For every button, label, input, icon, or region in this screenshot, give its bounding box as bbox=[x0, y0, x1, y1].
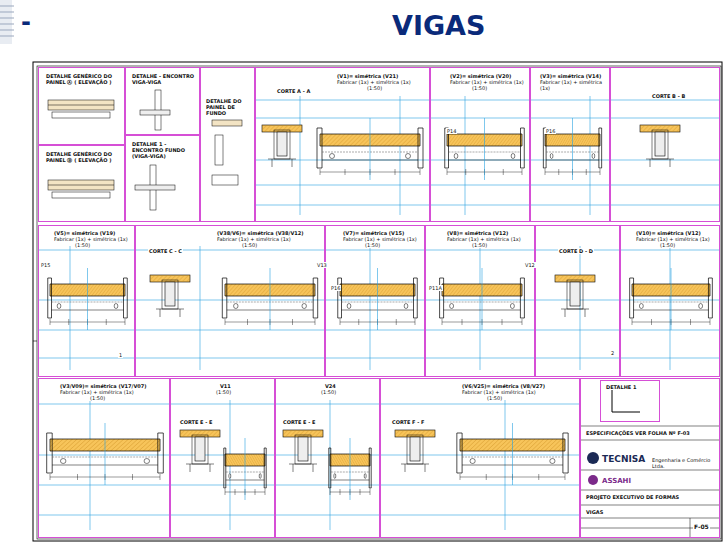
drawing-panel: (V3/V09)= simétrica (V17/V07)Fabricar (1… bbox=[38, 378, 170, 538]
panel-heading: CORTE D - D bbox=[558, 248, 594, 254]
drawing-panel: (V7)= simétrica (V15)Fabricar (1x) + sim… bbox=[325, 225, 425, 377]
drawing-panel: CORTE B - B bbox=[610, 67, 720, 222]
drawing-panel: V11(1:50)CORTE E - E bbox=[170, 378, 275, 538]
panel-note: CORTE E - E bbox=[179, 419, 214, 425]
panel-note: (1:50) bbox=[74, 242, 91, 248]
panel-note: (1:50) bbox=[366, 85, 383, 91]
drawing-panel: DETALHE 1 bbox=[600, 380, 660, 422]
column-label: P11A bbox=[428, 285, 443, 291]
drawing-panel: (V10)= simétrica (V12)Fabricar (1x) + si… bbox=[620, 225, 720, 377]
panel-note: (1:50) bbox=[215, 389, 232, 395]
column-label: P15 bbox=[40, 262, 51, 268]
drawing-panel: (V8)= simétrica (V12)Fabricar (1x) + sim… bbox=[425, 225, 535, 377]
panel-heading: DETALHE GENÉRICO DO PAINEL Ⓐ ( ELEVAÇÃO … bbox=[45, 73, 124, 85]
column-label: 1 bbox=[118, 352, 123, 358]
drawing-panel: (V6/V25)= simétrica (V8/V27)Fabricar (1x… bbox=[380, 378, 580, 538]
panel-note: Fabricar (1x) + simétrica (1x) bbox=[539, 79, 609, 91]
panel-note: F-05 bbox=[693, 523, 710, 530]
drawing-panel: (V2)= simétrica (V20)Fabricar (1x) + sim… bbox=[430, 67, 530, 222]
panel-note: (1:50) bbox=[89, 395, 106, 401]
drawing-panel: CORTE D - D bbox=[535, 225, 620, 377]
panel-note: TECNISA bbox=[601, 454, 646, 465]
panel-note: VIGAS bbox=[585, 509, 604, 515]
drawing-panel: CORTE C - C(V38/V6)= simétrica (V38/V12)… bbox=[135, 225, 325, 377]
column-label: P14 bbox=[446, 128, 457, 134]
panel-note: CORTE E - E bbox=[282, 419, 317, 425]
panel-heading: CORTE B - B bbox=[651, 93, 686, 99]
panel-note: (1:50) bbox=[320, 389, 337, 395]
drawing-panel: CORTE A - A(V1)= simétrica (V21)Fabricar… bbox=[255, 67, 430, 222]
drawing-panel: DETALHE - ENCONTRO VIGA-VIGA bbox=[125, 67, 200, 135]
panel-note: (1:50) bbox=[241, 242, 258, 248]
panel-heading: DETALHE 1 - ENCONTRO FUNDO (VIGA-VIGA) bbox=[131, 141, 199, 159]
panel-note: (1:50) bbox=[659, 242, 676, 248]
drawing-panel: ESPECIFICAÇÕES VER FOLHA Nº F-03TECNISA E… bbox=[580, 378, 720, 538]
slide-title: VIGAS bbox=[392, 10, 485, 41]
drawing-panel: DETALHE GENÉRICO DO PAINEL Ⓐ ( ELEVAÇÃO … bbox=[38, 67, 125, 145]
drawing-panel: DETALHE 1 - ENCONTRO FUNDO (VIGA-VIGA) bbox=[125, 135, 200, 222]
panel-heading: ESPECIFICAÇÕES VER FOLHA Nº F-03 bbox=[585, 430, 691, 436]
panel-note: CORTE F - F bbox=[391, 419, 426, 425]
column-label: P16 bbox=[330, 285, 341, 291]
panel-heading: CORTE A - A bbox=[276, 88, 311, 94]
drawing-panel: DETALHE GENÉRICO DO PAINEL Ⓑ ( ELEVAÇÃO … bbox=[38, 145, 125, 222]
panel-note: PROJETO EXECUTIVO DE FORMAS bbox=[585, 494, 680, 500]
panel-note: (1:50) bbox=[364, 242, 381, 248]
panel-heading: CORTE C - C bbox=[148, 248, 183, 254]
panel-note: (1:50) bbox=[471, 85, 488, 91]
panel-note: (1:50) bbox=[486, 395, 503, 401]
panel-heading: DETALHE - ENCONTRO VIGA-VIGA bbox=[131, 73, 199, 85]
drawing-panel: V24(1:50)CORTE E - E bbox=[275, 378, 380, 538]
column-label: 2 bbox=[610, 350, 615, 356]
panel-heading: DETALHE 1 bbox=[605, 384, 637, 390]
panel-note: Engenharia e Comércio Ltda. bbox=[651, 457, 719, 469]
panel-note: ASSAHI bbox=[601, 477, 632, 485]
column-label: V13 bbox=[316, 262, 328, 268]
bullet-dash: - bbox=[20, 8, 32, 37]
column-label: P16 bbox=[545, 128, 556, 134]
drawing-panel: DETALHE DO PAINEL DE FUNDO bbox=[200, 67, 255, 222]
panel-note: (1:50) bbox=[471, 242, 488, 248]
panel-heading: DETALHE GENÉRICO DO PAINEL Ⓑ ( ELEVAÇÃO … bbox=[45, 151, 124, 163]
drawing-panel: (V3)= simétrica (V14)Fabricar (1x) + sim… bbox=[530, 67, 610, 222]
column-label: V12 bbox=[524, 262, 536, 268]
panel-heading: DETALHE DO PAINEL DE FUNDO bbox=[205, 98, 254, 116]
